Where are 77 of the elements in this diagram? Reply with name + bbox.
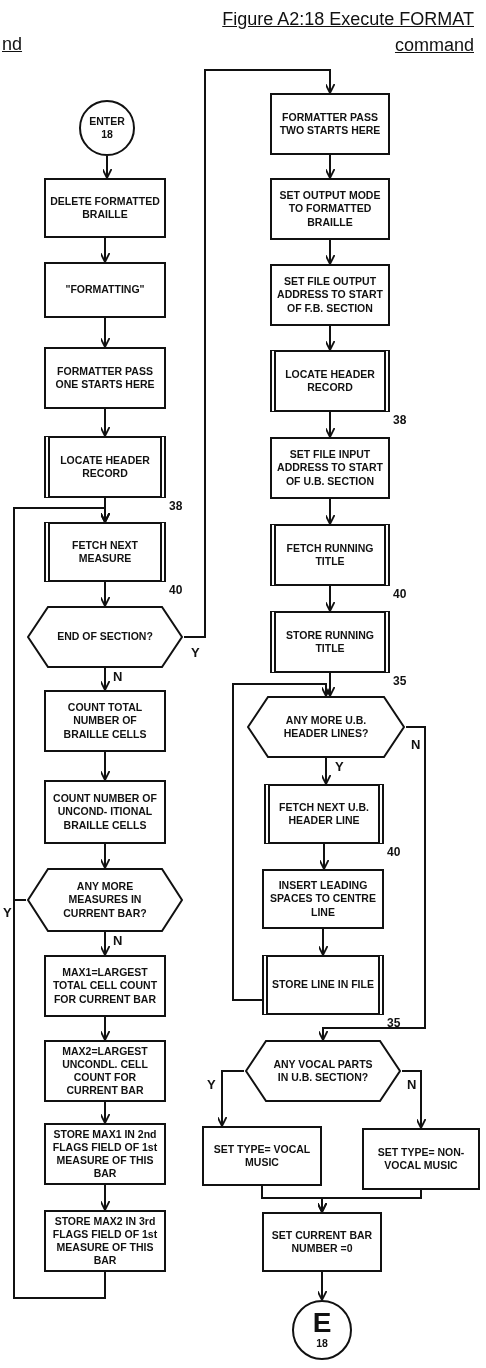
- process-box: "FORMATTING": [44, 262, 166, 318]
- flow-arrow: [99, 667, 111, 691]
- subroutine-box: STORE RUNNING TITLE: [270, 611, 390, 673]
- subroutine-box: FETCH NEXT MEASURE: [44, 522, 166, 582]
- subroutine-box: FETCH NEXT U.B. HEADER LINE: [264, 784, 384, 844]
- figure-title: Figure A2:18 Execute FORMAT command: [221, 8, 474, 57]
- edge-label: Y: [206, 1078, 217, 1092]
- flow-arrow: [101, 155, 113, 179]
- edge-label: N: [112, 670, 124, 684]
- flow-arrow: [317, 928, 329, 956]
- flow-arrow: [324, 154, 336, 179]
- flow-arrow: [324, 672, 336, 697]
- reference-number: 38: [169, 499, 183, 513]
- edge-label: Y: [334, 760, 345, 774]
- process-box: SET TYPE= NON-VOCAL MUSIC: [362, 1128, 480, 1190]
- process-box: FORMATTER PASS TWO STARTS HERE: [270, 93, 390, 155]
- subroutine-box: STORE LINE IN FILE: [262, 955, 384, 1015]
- connector-circle: E 18: [292, 1300, 352, 1360]
- process-box: SET FILE INPUT ADDRESS TO START OF U.B. SECTION: [270, 437, 390, 499]
- reference-number: 40: [169, 583, 183, 597]
- flow-arrow: [13, 507, 111, 901]
- connector-circle: ENTER 18: [79, 100, 135, 156]
- process-box: SET OUTPUT MODE TO FORMATTED BRAILLE: [270, 178, 390, 240]
- flow-arrow: [324, 585, 336, 612]
- subroutine-box: LOCATE HEADER RECORD: [44, 436, 166, 498]
- process-box: MAX2=LARGEST UNCONDL. CELL COUNT FOR CURRENT BAR: [44, 1040, 166, 1102]
- reference-number: 35: [393, 674, 407, 688]
- decision-hexagon: END OF SECTION?: [26, 606, 184, 668]
- flow-arrow: [99, 751, 111, 781]
- reference-number: 40: [387, 845, 401, 859]
- flow-arrow: [99, 1101, 111, 1124]
- process-box: SET CURRENT BAR NUMBER =0: [262, 1212, 382, 1272]
- flow-arrow: [99, 237, 111, 263]
- edge-label: Y: [2, 906, 13, 920]
- page-fragment-text: nd: [2, 34, 23, 55]
- process-box: COUNT TOTAL NUMBER OF BRAILLE CELLS: [44, 690, 166, 752]
- flow-arrow: [99, 581, 111, 607]
- flow-arrow: [324, 498, 336, 525]
- flow-arrow: [401, 1070, 427, 1129]
- edge-label: Y: [190, 646, 201, 660]
- flow-arrow: [324, 325, 336, 351]
- process-box: INSERT LEADING SPACES TO CENTRE LINE: [262, 869, 384, 929]
- process-box: MAX1=LARGEST TOTAL CELL COUNT FOR CURRENT BAR: [44, 955, 166, 1017]
- flow-arrow: [99, 1184, 111, 1211]
- flow-arrow: [316, 1271, 328, 1301]
- flow-arrow: [316, 1189, 422, 1213]
- subroutine-box: FETCH RUNNING TITLE: [270, 524, 390, 586]
- flow-arrow: [99, 1016, 111, 1041]
- reference-number: 38: [393, 413, 407, 427]
- edge-label: N: [406, 1078, 418, 1092]
- flow-arrow: [99, 931, 111, 956]
- reference-number: 40: [393, 587, 407, 601]
- flow-arrow: [324, 239, 336, 265]
- decision-hexagon: ANY VOCAL PARTS IN U.B. SECTION?: [244, 1040, 402, 1102]
- process-box: STORE MAX2 IN 3rd FLAGS FIELD OF 1st MEASURE OF THIS BAR: [44, 1210, 166, 1272]
- process-box: SET FILE OUTPUT ADDRESS TO START OF F.B. SECTION: [270, 264, 390, 326]
- process-box: SET TYPE= VOCAL MUSIC: [202, 1126, 322, 1186]
- process-box: DELETE FORMATTED BRAILLE: [44, 178, 166, 238]
- decision-hexagon: ANY MORE U.B. HEADER LINES?: [246, 696, 406, 758]
- decision-hexagon: ANY MORE MEASURES IN CURRENT BAR?: [26, 868, 184, 932]
- flow-arrow: [99, 843, 111, 869]
- flow-arrow: [183, 69, 336, 638]
- process-box: COUNT NUMBER OF UNCOND- ITIONAL BRAILLE CELLS: [44, 780, 166, 844]
- flow-arrow: [99, 317, 111, 348]
- subroutine-box: LOCATE HEADER RECORD: [270, 350, 390, 412]
- flow-arrow: [324, 411, 336, 438]
- process-box: FORMATTER PASS ONE STARTS HERE: [44, 347, 166, 409]
- flow-arrow: [317, 726, 426, 1041]
- reference-number: 35: [387, 1016, 401, 1030]
- flow-arrow: [320, 757, 332, 785]
- process-box: STORE MAX1 IN 2nd FLAGS FIELD OF 1st MEASURE OF THIS BAR: [44, 1123, 166, 1185]
- edge-label: N: [112, 934, 124, 948]
- flow-arrow: [99, 408, 111, 437]
- flow-arrow: [318, 843, 330, 870]
- flow-arrow: [232, 683, 332, 1001]
- edge-label: N: [410, 738, 422, 752]
- flow-arrow: [216, 1070, 245, 1127]
